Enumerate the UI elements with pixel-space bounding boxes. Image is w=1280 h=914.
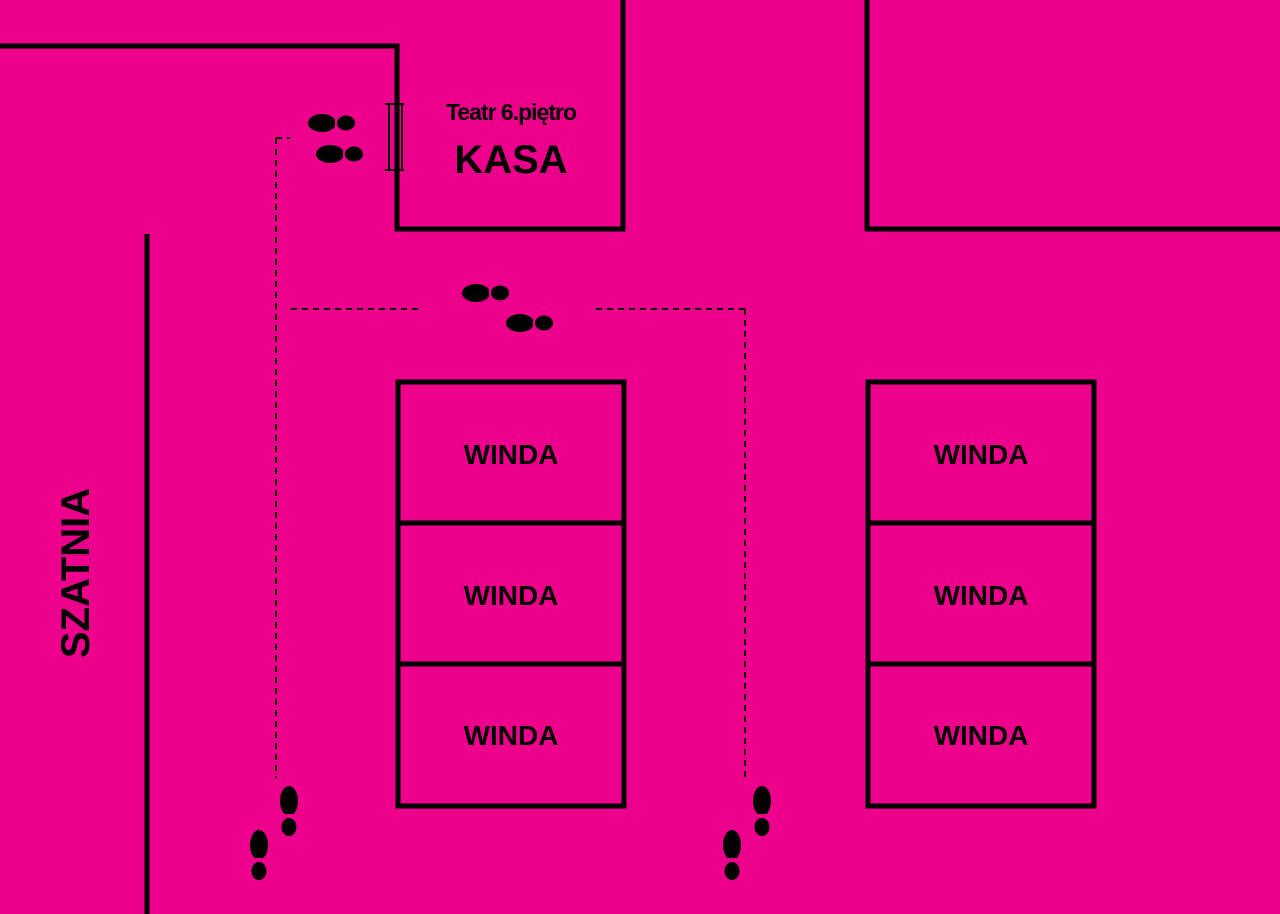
walking-path <box>275 137 746 778</box>
elevator-block-left <box>395 379 627 809</box>
door-icon <box>385 103 404 171</box>
elevator-label: WINDA <box>934 439 1029 470</box>
elevator-block-right <box>865 379 1097 809</box>
cloakroom-label: SZATNIA <box>54 488 98 658</box>
elevator-bank-left: WINDA WINDA WINDA <box>395 379 627 809</box>
footprints-icon <box>462 284 553 332</box>
elevator-label: WINDA <box>464 720 559 751</box>
footprints-icon <box>250 786 298 880</box>
elevator-label: WINDA <box>464 439 559 470</box>
elevator-label: WINDA <box>934 720 1029 751</box>
cashier-brand: Teatr 6.piętro <box>446 99 577 125</box>
wall-top-right <box>864 0 1280 232</box>
elevator-label: WINDA <box>934 580 1029 611</box>
cashier-label: KASA <box>454 138 567 182</box>
footprints-icon <box>308 114 363 163</box>
footprints-icon <box>723 786 771 880</box>
elevator-label: WINDA <box>464 580 559 611</box>
wall-top-left <box>0 0 626 232</box>
elevator-bank-right: WINDA WINDA WINDA <box>865 379 1097 809</box>
